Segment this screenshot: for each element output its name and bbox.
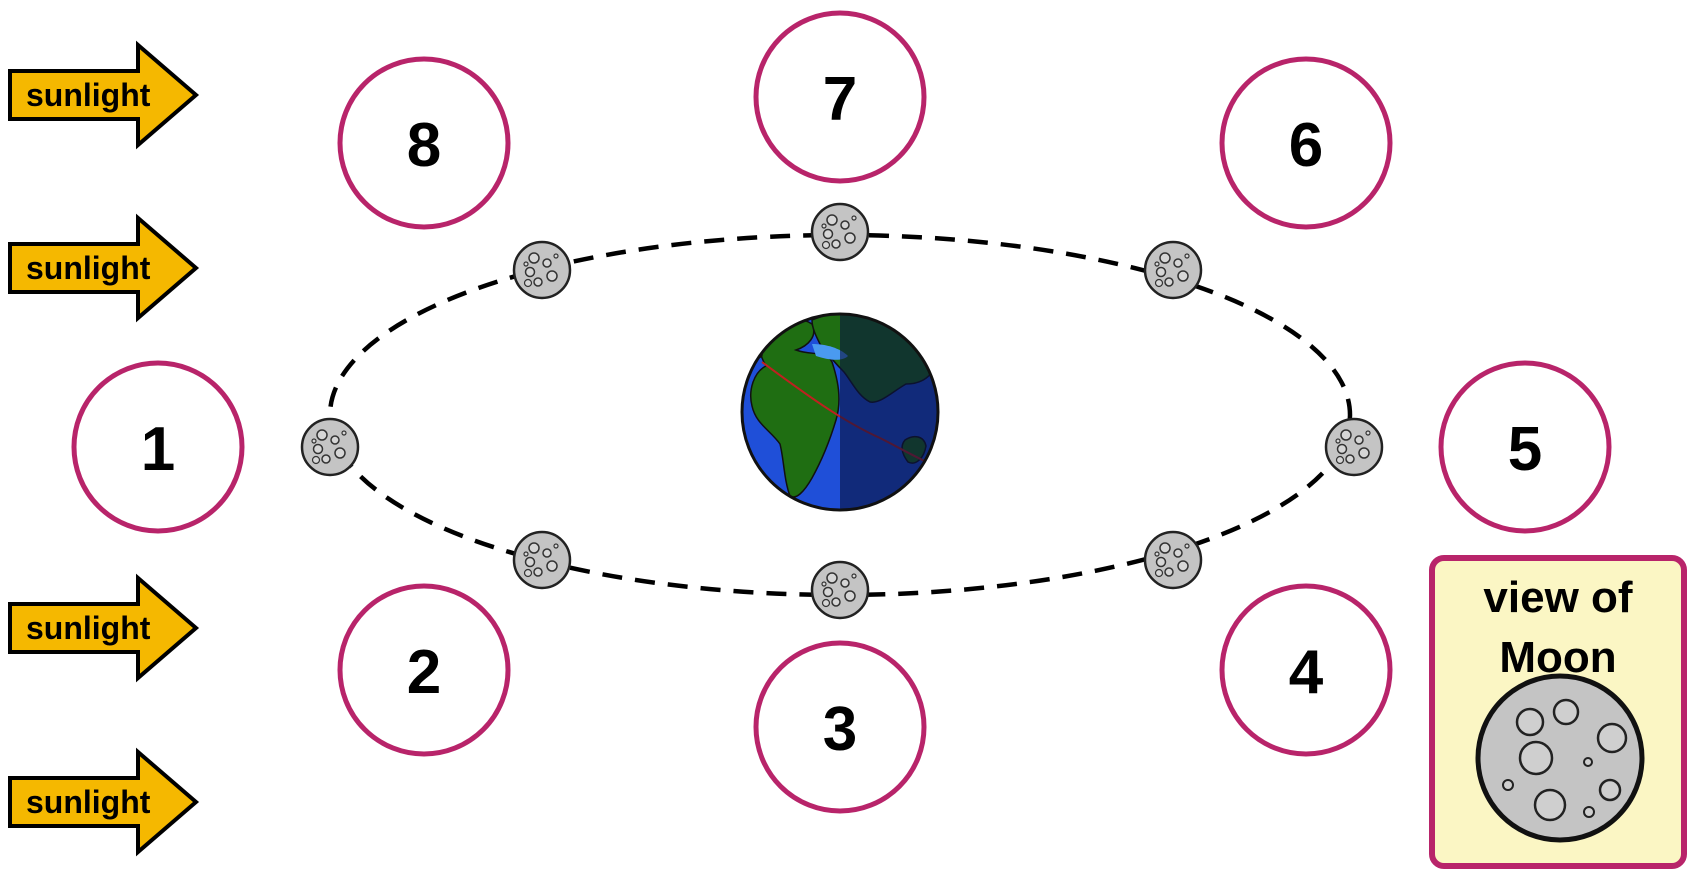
sunlight-arrow-icon [8, 573, 200, 683]
moon-icon [1143, 240, 1203, 300]
position-2: 2 [337, 583, 511, 757]
sunlight-arrow-icon [8, 40, 200, 150]
moon-icon [1324, 417, 1384, 477]
position-number: 2 [407, 638, 441, 707]
sunlight-arrow-icon [8, 213, 200, 323]
position-number: 1 [141, 415, 175, 484]
moon-icon [810, 202, 870, 262]
position-5: 5 [1438, 360, 1612, 534]
sunlight-arrow: sunlight [8, 573, 200, 683]
sunlight-arrow: sunlight [8, 40, 200, 150]
position-number: 3 [823, 695, 857, 764]
position-7: 7 [753, 10, 927, 184]
position-3: 3 [753, 640, 927, 814]
position-number: 7 [823, 65, 857, 134]
moon-icon [512, 530, 572, 590]
sunlight-label: sunlight [26, 610, 151, 646]
sunlight-label: sunlight [26, 77, 151, 113]
view-of-moon-panel: view of Moon [1429, 555, 1687, 869]
position-8: 8 [337, 56, 511, 230]
moon-icon [810, 560, 870, 620]
moon-icon [300, 417, 360, 477]
position-1: 1 [71, 360, 245, 534]
moon-icon [1143, 530, 1203, 590]
view-panel-line1: view of [1483, 573, 1632, 622]
sunlight-arrow: sunlight [8, 747, 200, 857]
position-number: 5 [1508, 415, 1542, 484]
sunlight-label: sunlight [26, 250, 151, 286]
moon-icon [512, 240, 572, 300]
sunlight-label: sunlight [26, 784, 151, 820]
position-6: 6 [1219, 56, 1393, 230]
position-4: 4 [1219, 583, 1393, 757]
sunlight-arrow-icon [8, 747, 200, 857]
position-number: 6 [1289, 111, 1323, 180]
position-number: 8 [407, 111, 441, 180]
moon-icon [1475, 673, 1645, 843]
position-number: 4 [1289, 638, 1324, 707]
earth-icon [740, 312, 940, 512]
sunlight-arrow: sunlight [8, 213, 200, 323]
